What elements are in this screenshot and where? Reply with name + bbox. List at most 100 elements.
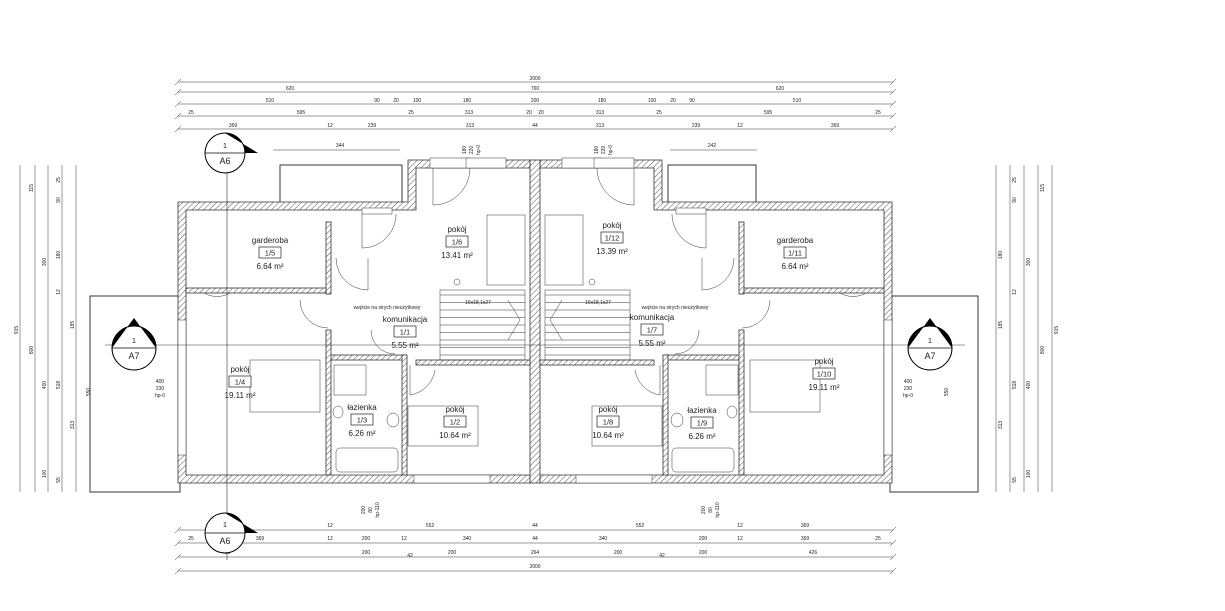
doors [203, 167, 867, 396]
dim: 550 [86, 388, 92, 397]
door [203, 292, 231, 297]
top-dimension-lines [174, 78, 897, 575]
dim: 55 [1012, 477, 1018, 483]
attic-access-note: wejście na strych nieużytkowy [642, 305, 709, 311]
door [634, 365, 661, 396]
left-dimension-lines [19, 165, 77, 492]
dim: 200 [362, 536, 371, 542]
wall [325, 329, 332, 476]
dim: 239 [692, 123, 701, 129]
dim: 400 [1026, 381, 1032, 390]
dim: 518 [56, 381, 62, 390]
dim: 25 [188, 110, 194, 116]
room-name: komunikacja [630, 313, 675, 322]
room-name: pokój [602, 221, 621, 230]
door [335, 257, 369, 291]
dim: 340 [599, 536, 608, 542]
shower [333, 364, 367, 396]
window-spec: 230 [904, 386, 913, 392]
room-name: łazienka [347, 403, 377, 412]
window-spec: hp-110 [715, 502, 721, 517]
dim: 369 [801, 523, 810, 529]
toilet [726, 405, 738, 419]
room-number-box [783, 246, 807, 259]
dim: 90 [1012, 197, 1018, 203]
dim: 200 [699, 536, 708, 542]
shower [705, 364, 739, 396]
room-number: 1/6 [452, 238, 462, 247]
dimension-tick [174, 88, 182, 96]
dim: 12 [1012, 289, 1018, 295]
windows [177, 157, 893, 484]
bed [407, 405, 479, 447]
dim: 100 [42, 470, 48, 479]
room-number-box [228, 375, 252, 388]
room-number: 1/11 [788, 249, 802, 258]
room-number: 1/1 [400, 328, 410, 337]
room-name: pokój [445, 405, 464, 414]
window [883, 319, 893, 456]
wall [663, 354, 745, 361]
bed [486, 214, 526, 286]
wall [743, 287, 885, 294]
wall [738, 329, 745, 476]
dim: 510 [266, 98, 275, 104]
dim: 20 [393, 98, 399, 104]
party-wall [529, 159, 541, 484]
window-spec: hp-0 [155, 393, 165, 399]
room-number: 1/8 [603, 418, 613, 427]
room-area: 6.26 m² [688, 432, 715, 441]
room-area: 19.11 m² [809, 383, 840, 392]
bathtub [335, 447, 399, 473]
walls [177, 159, 893, 484]
window-spec: 80 [708, 507, 714, 513]
wall [738, 221, 745, 295]
window-spec: 80 [368, 507, 374, 513]
window-spec: 200 [701, 506, 707, 515]
dimension-tick [174, 100, 182, 108]
dim: 42 [407, 553, 413, 559]
notes: wejście na strych nieużytkowy wejście na… [155, 145, 913, 518]
dim: 12 [737, 123, 743, 129]
dim: 12 [737, 536, 743, 542]
room-number: 1/4 [235, 378, 245, 387]
dim: 20 [670, 98, 676, 104]
bed [249, 359, 321, 413]
room-number: 1/5 [265, 249, 275, 258]
window [429, 157, 471, 169]
bed [591, 405, 663, 447]
dim: 12 [56, 289, 62, 295]
room-number-box [690, 416, 714, 429]
section-number: 1 [223, 520, 227, 529]
section-sheet: A7 [128, 351, 139, 361]
door [671, 213, 707, 249]
right-dimension-labels: 915 800 115 90 25 300 180 12 185 400 518… [944, 177, 1060, 483]
door [361, 213, 397, 249]
window-spec: hp-0 [608, 145, 614, 155]
dim: 313 [596, 110, 605, 116]
room-number-box [812, 367, 836, 380]
dim-top-760: 760 [531, 86, 540, 92]
stair-spec: 16x18,1x27 [465, 300, 491, 306]
window-spec: 400 [156, 379, 165, 385]
top-dimension-labels: 2000 620 760 620 510 90 20 100 180 200 1… [188, 76, 881, 149]
room-area: 6.64 m² [256, 262, 283, 271]
wall [325, 354, 407, 361]
room-number-box [640, 323, 664, 336]
dim: 344 [336, 143, 345, 149]
room-number: 1/2 [450, 418, 460, 427]
window-spec: 220 [469, 146, 475, 155]
balcony-top-right [667, 164, 757, 209]
dim: 25 [875, 536, 881, 542]
room-number-box [600, 231, 624, 244]
attic-access-note: wejście na strych nieużytkowy [354, 305, 421, 311]
window [575, 474, 653, 484]
